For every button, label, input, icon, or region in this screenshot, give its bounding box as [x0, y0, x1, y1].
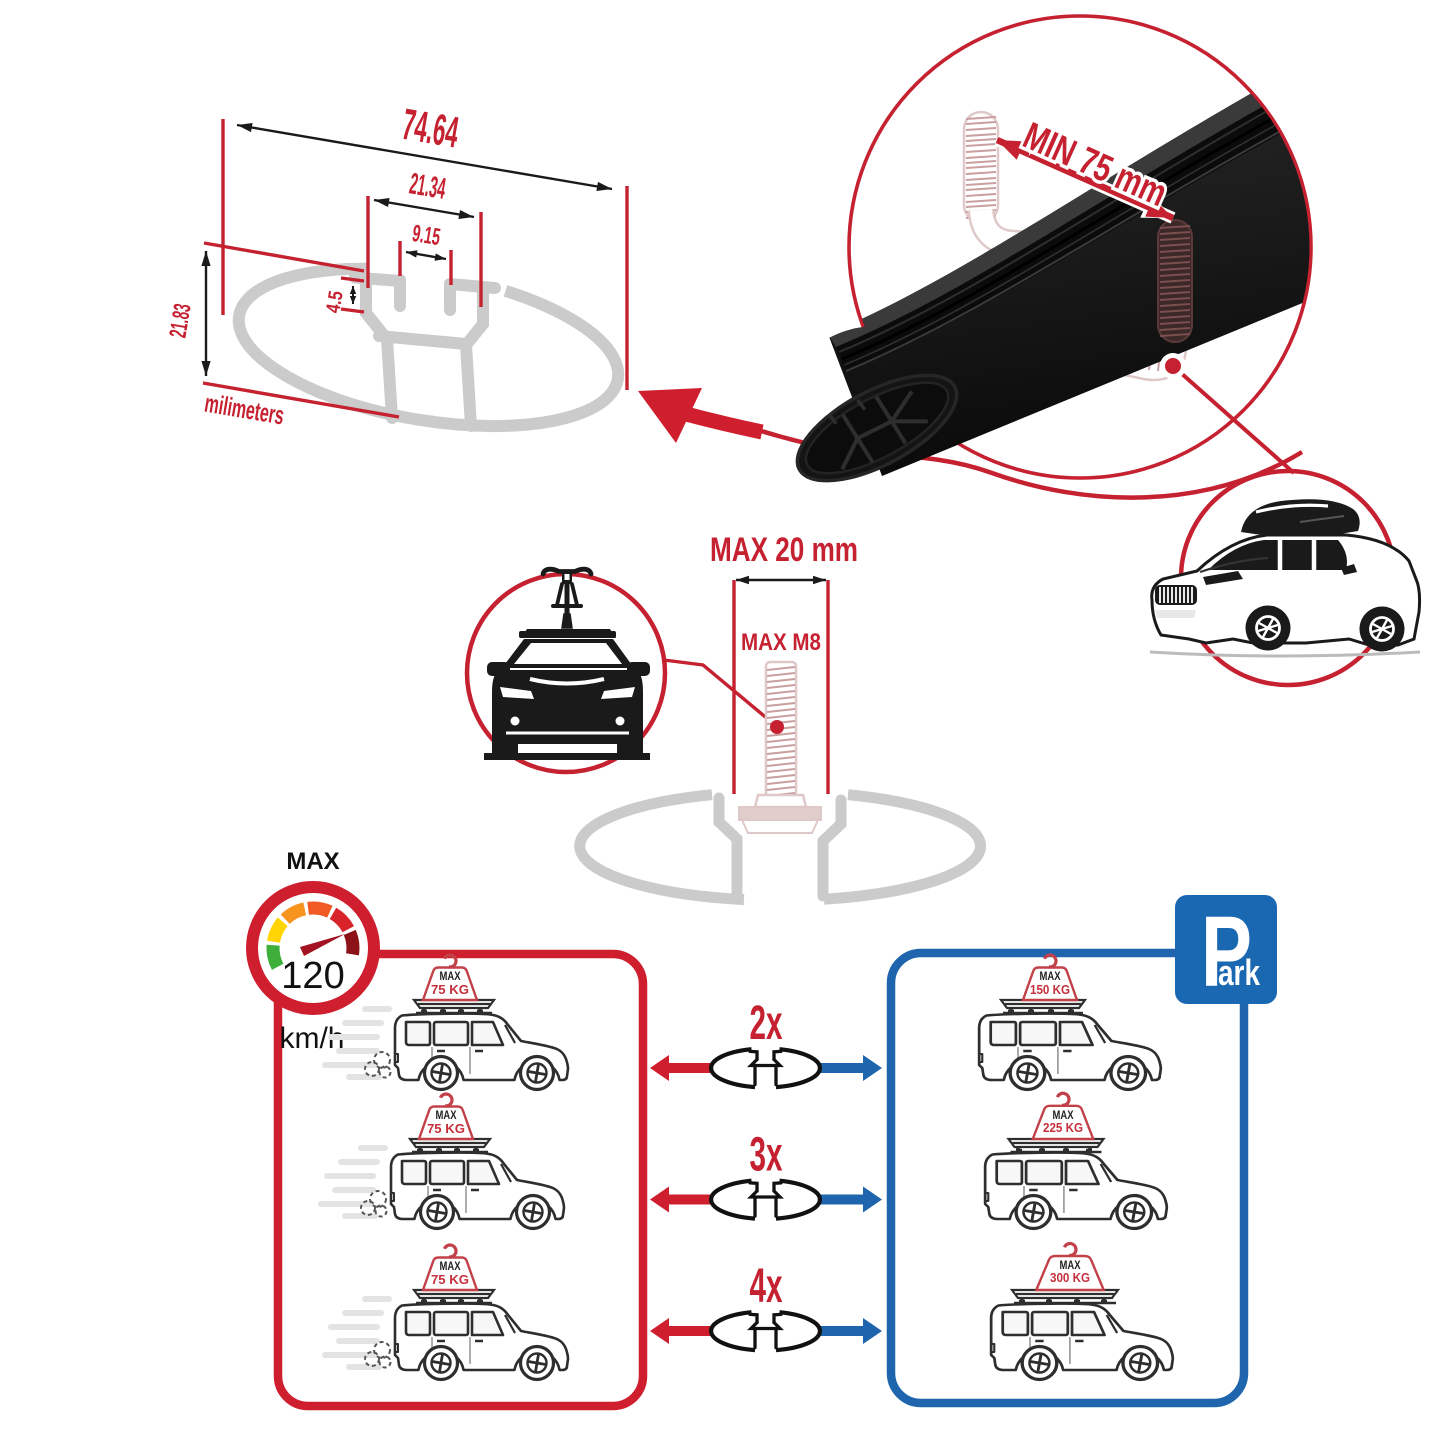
svg-text:21.83: 21.83	[164, 302, 196, 340]
svg-text:MAX 20 mm: MAX 20 mm	[710, 531, 858, 569]
svg-text:MAX: MAX	[440, 1261, 461, 1273]
svg-text:2x: 2x	[750, 997, 783, 1050]
svg-text:MAX: MAX	[286, 848, 339, 875]
svg-text:225 KG: 225 KG	[1043, 1121, 1083, 1135]
svg-text:P: P	[1201, 896, 1252, 1008]
svg-text:3x: 3x	[750, 1129, 783, 1182]
svg-text:75 KG: 75 KG	[431, 1273, 469, 1287]
svg-text:120: 120	[281, 955, 344, 997]
svg-text:ark: ark	[1218, 952, 1261, 993]
svg-text:4.5: 4.5	[322, 289, 347, 314]
svg-text:4x: 4x	[750, 1260, 783, 1313]
svg-text:MAX: MAX	[1053, 1110, 1074, 1122]
svg-text:74.64: 74.64	[399, 100, 463, 158]
svg-text:MAX: MAX	[1040, 971, 1061, 983]
svg-text:300 KG: 300 KG	[1050, 1271, 1090, 1285]
svg-text:MAX: MAX	[1060, 1260, 1081, 1272]
svg-text:MAX M8: MAX M8	[741, 629, 821, 656]
svg-text:75 KG: 75 KG	[431, 983, 469, 997]
svg-text:9.15: 9.15	[410, 220, 442, 251]
svg-text:150 KG: 150 KG	[1030, 983, 1070, 997]
svg-text:MAX: MAX	[440, 971, 461, 983]
svg-text:75 KG: 75 KG	[427, 1122, 465, 1136]
svg-text:MAX: MAX	[436, 1110, 457, 1122]
svg-text:21.34: 21.34	[407, 167, 448, 206]
